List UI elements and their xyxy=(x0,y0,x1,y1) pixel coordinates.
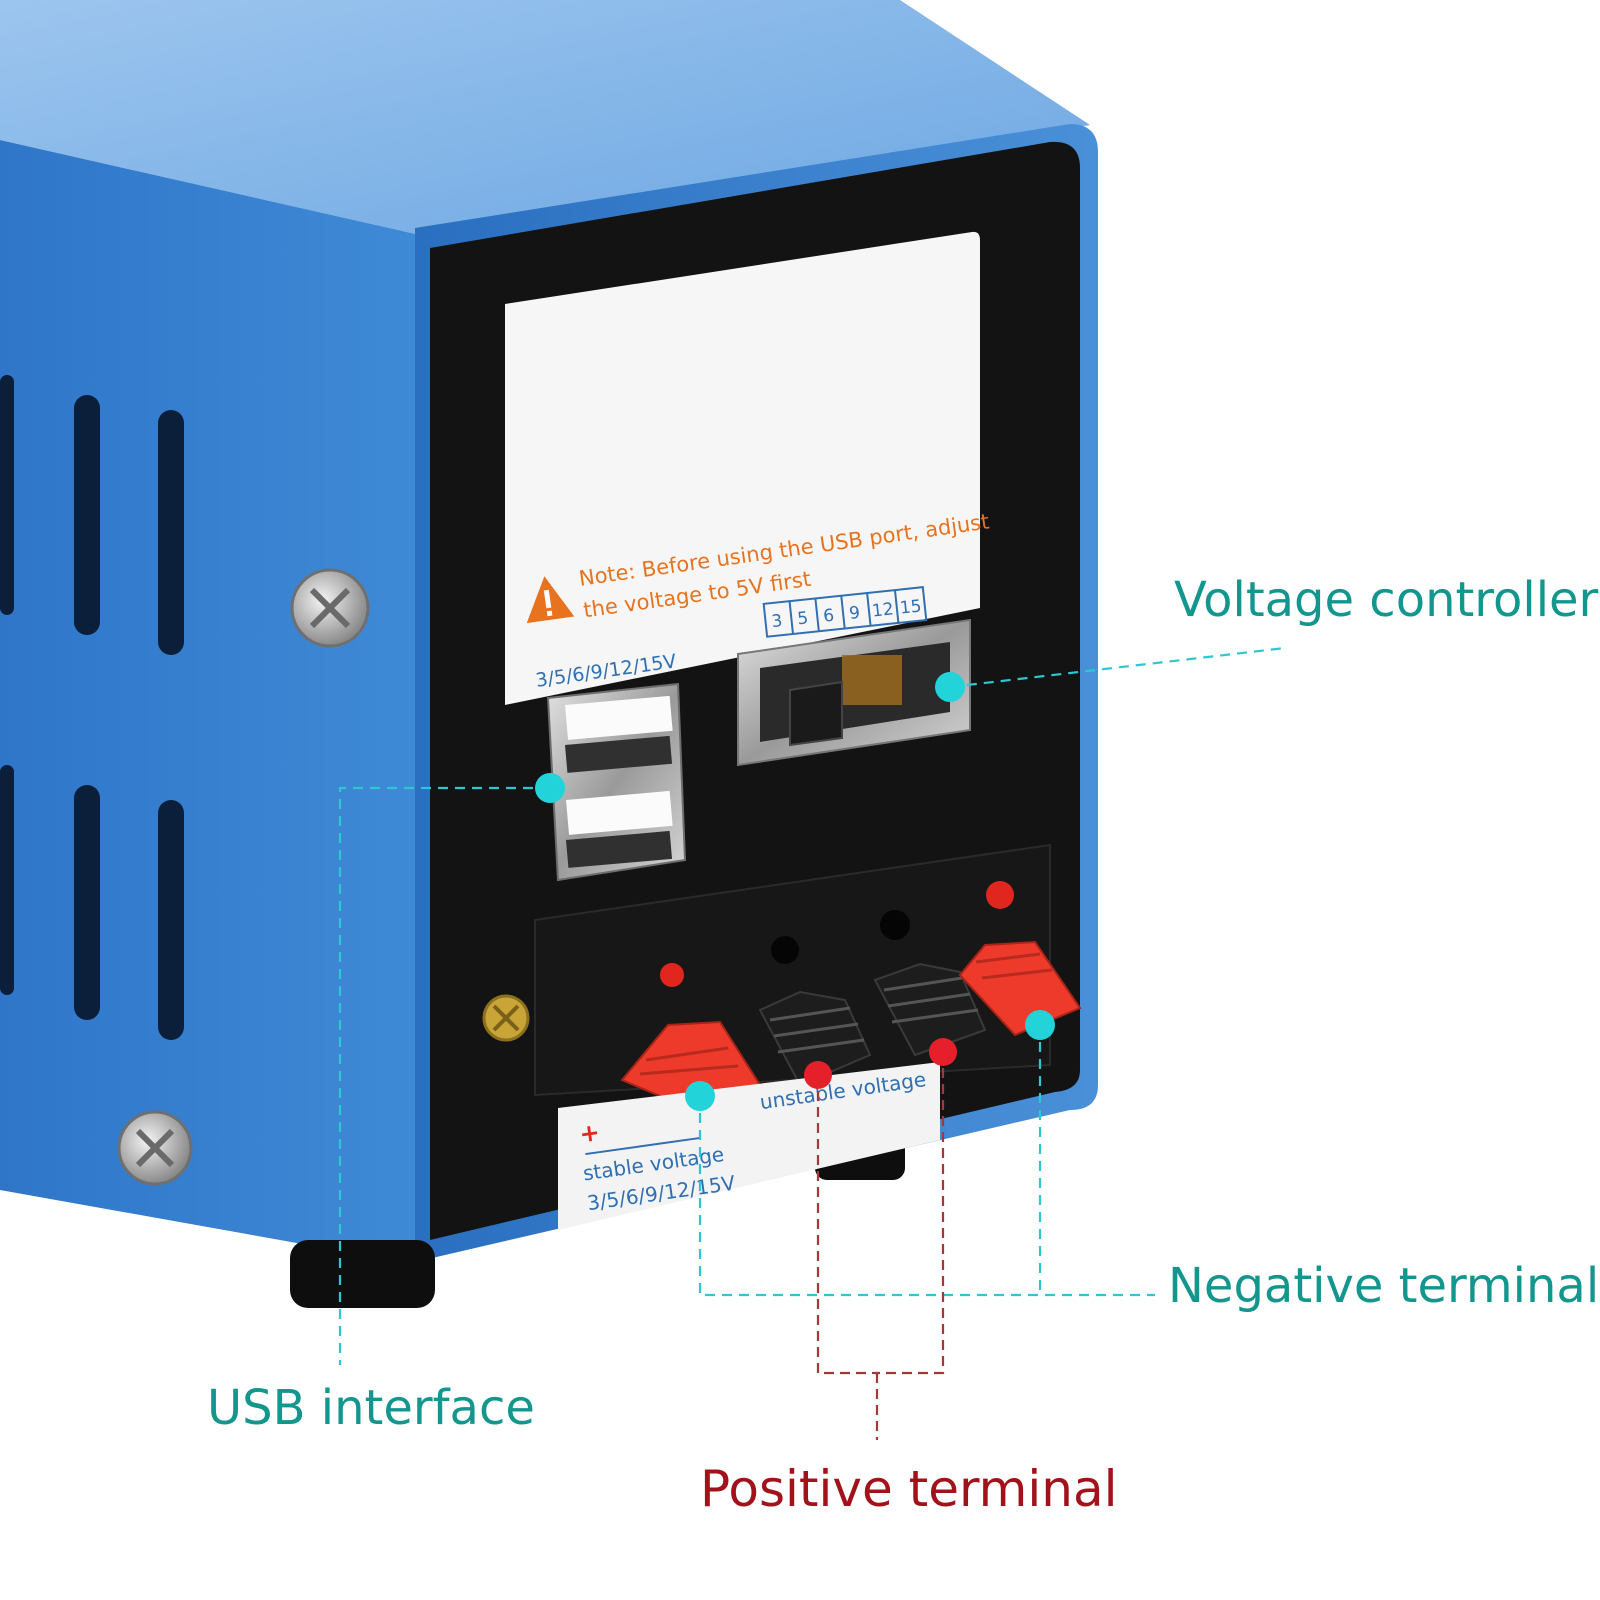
callout-positive-terminal: Positive terminal xyxy=(700,1460,1118,1518)
leader-usb xyxy=(338,786,550,1365)
leader-positive-right xyxy=(877,1052,945,1375)
scale-mark: 3 xyxy=(771,611,784,632)
vent-slots xyxy=(0,375,184,1040)
callout-usb-interface: USB interface xyxy=(207,1380,535,1436)
scale-mark: 9 xyxy=(848,603,861,624)
side-screw-bottom xyxy=(117,1110,193,1186)
usb-port xyxy=(546,682,687,882)
top-sticker xyxy=(505,231,980,705)
scale-mark: 6 xyxy=(822,606,835,627)
foot-left xyxy=(290,1240,435,1308)
dot-usb xyxy=(535,773,565,803)
voltage-slide-switch xyxy=(737,618,971,767)
dot-unstable-1 xyxy=(804,1061,832,1089)
callout-negative-terminal: Negative terminal xyxy=(1168,1258,1600,1314)
dot-unstable-2 xyxy=(929,1038,957,1066)
bottom-plus: + xyxy=(578,1118,602,1149)
callout-voltage-controller: Voltage controller xyxy=(1174,572,1599,628)
warning-triangle-icon xyxy=(526,576,575,624)
scale-mark: 15 xyxy=(899,596,923,618)
scale-mark: 5 xyxy=(796,608,809,629)
case-top xyxy=(0,0,1090,235)
marker-dots-cyan xyxy=(535,672,1055,1111)
leader-lines-red xyxy=(816,1052,945,1440)
leader-positive-left xyxy=(816,1075,877,1375)
bottom-sticker xyxy=(558,1062,940,1230)
terminal-clip-unstable-2 xyxy=(873,962,987,1057)
leader-lines-cyan xyxy=(338,646,1286,1365)
terminal-holes xyxy=(660,881,1014,987)
terminal-clip-stable-negative xyxy=(958,940,1082,1037)
dot-negative-clip xyxy=(1025,1010,1055,1040)
marker-dots-red xyxy=(804,1038,957,1089)
case-side xyxy=(0,140,420,1265)
leader-negative xyxy=(698,1096,1155,1297)
scale-mark: 12 xyxy=(871,599,895,621)
terminal-clip-unstable-1 xyxy=(758,990,872,1087)
side-screw-top xyxy=(290,568,370,648)
dot-voltage-controller xyxy=(935,672,965,702)
voltage-scale: 3 5 6 9 12 15 xyxy=(762,586,928,638)
dot-stable-positive-clip xyxy=(685,1081,715,1111)
leader-voltage-controller xyxy=(949,646,1286,689)
front-screw xyxy=(482,994,530,1042)
